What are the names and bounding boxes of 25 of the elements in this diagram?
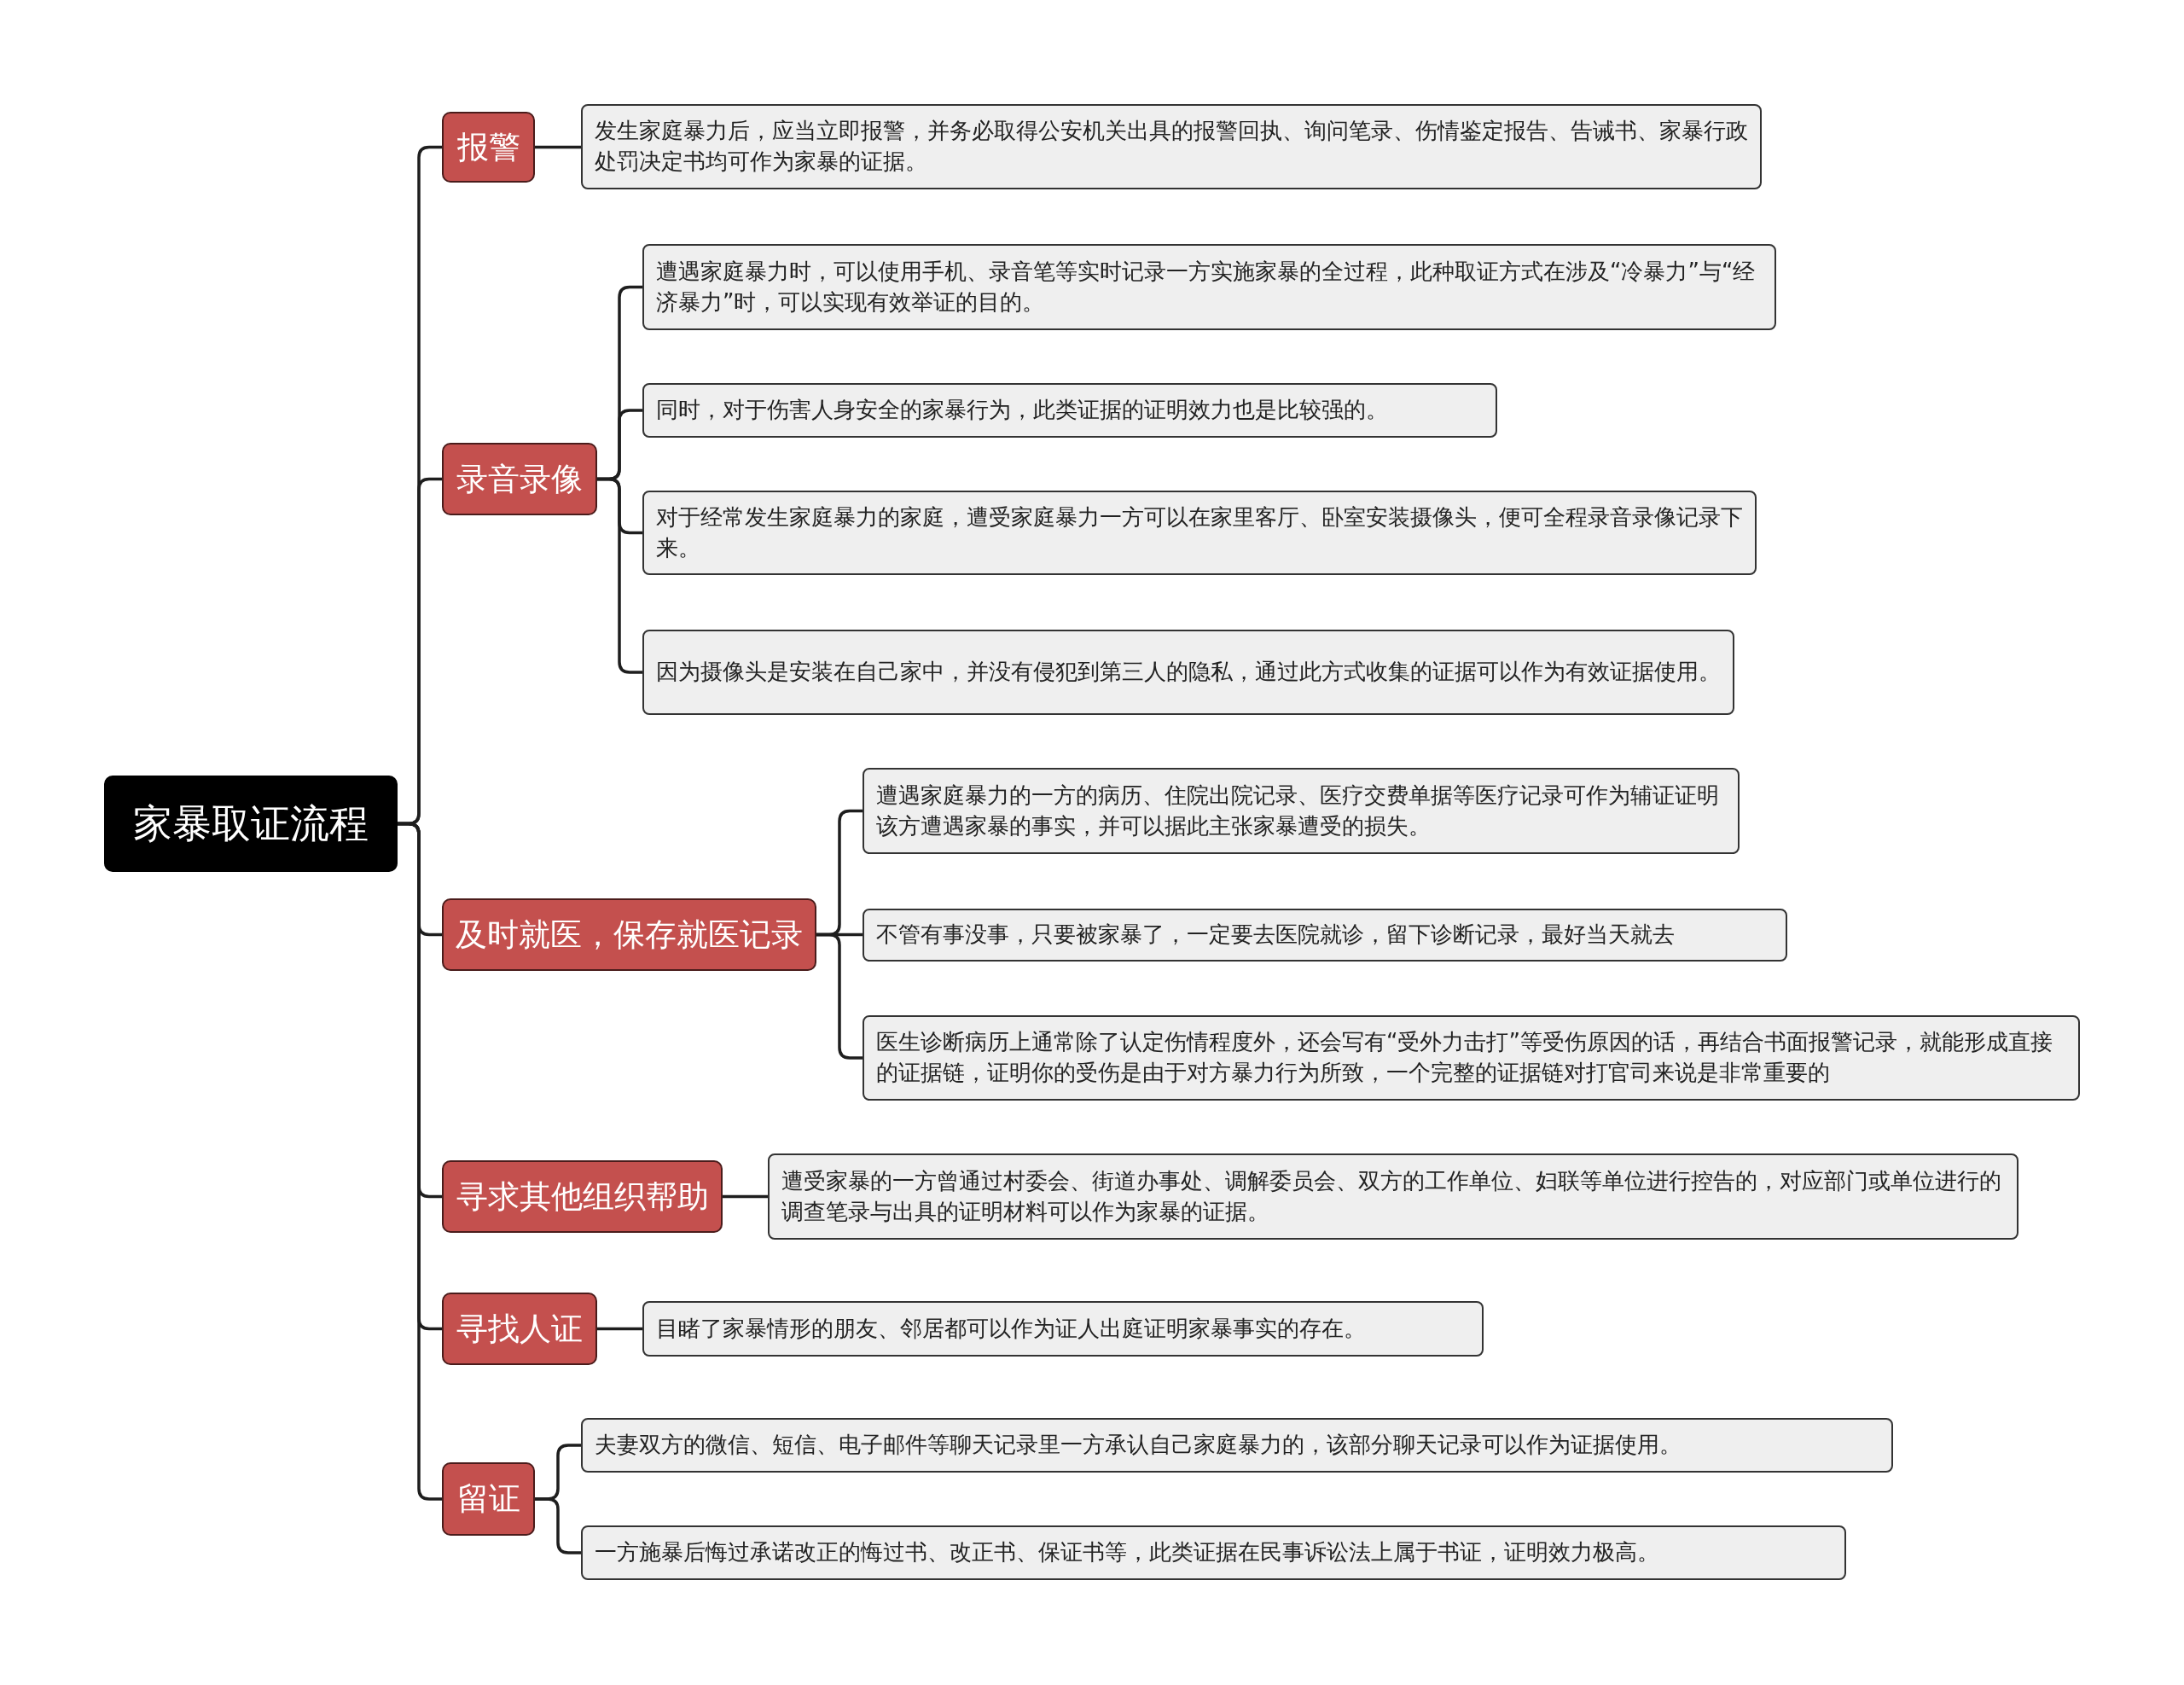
detail-box: 遭受家暴的一方曾通过村委会、街道办事处、调解委员会、双方的工作单位、妇联等单位进行控告的，对应部门或单位进行的调查笔录与出具的证明材料可以作为家暴的证据。 [768,1153,2018,1240]
detail-box: 夫妻双方的微信、短信、电子邮件等聊天记录里一方承认自己家庭暴力的，该部分聊天记录可以作为证据使用。 [581,1418,1893,1473]
detail-box: 因为摄像头是安装在自己家中，并没有侵犯到第三人的隐私，通过此方式收集的证据可以作为有效证据使用。 [642,630,1734,715]
connector-line [597,477,642,674]
topic-box: 及时就医，保存就医记录 [442,898,816,971]
root-node: 家暴取证流程 [104,776,398,872]
connector-line [535,145,581,149]
topic-box: 报警 [442,112,535,183]
detail-box: 一方施暴后悔过承诺改正的悔过书、改正书、保证书等，此类证据在民事诉讼法上属于书证，证明效力极高。 [581,1525,1846,1580]
connector-line [816,933,863,1060]
detail-box: 同时，对于伤害人身安全的家暴行为，此类证据的证明效力也是比较强的。 [642,383,1497,438]
connector-line [597,1327,642,1331]
detail-box: 遭遇家庭暴力的一方的病历、住院出院记录、医疗交费单据等医疗记录可作为辅证证明该方遭遇家暴的事实，并可以据此主张家暴遭受的损失。 [863,768,1740,854]
detail-box: 不管有事没事，只要被家暴了，一定要去医院就诊，留下诊断记录，最好当天就去 [863,909,1787,962]
detail-box: 发生家庭暴力后，应当立即报警，并务必取得公安机关出具的报警回执、询问笔录、伤情鉴定报告、告诫书、家暴行政处罚决定书均可作为家暴的证据。 [581,104,1762,189]
detail-box: 医生诊断病历上通常除了认定伤情程度外，还会写有“受外力击打”等受伤原因的话，再结合书面报警记录，就能形成直接的证据链，证明你的受伤是由于对方暴力行为所致，一个完整的证据链对打官司来说是非常重要的 [863,1015,2080,1101]
topic-box: 录音录像 [442,443,597,515]
detail-box: 对于经常发生家庭暴力的家庭，遭受家庭暴力一方可以在家里客厅、卧室安装摄像头，便可全程录音录像记录下来。 [642,491,1757,575]
detail-box: 遭遇家庭暴力时，可以使用手机、录音笔等实时记录一方实施家暴的全过程，此种取证方式在涉及“冷暴力”与“经济暴力”时，可以实现有效举证的目的。 [642,244,1776,330]
connector-line [723,1194,768,1199]
connector-line [398,822,442,1501]
topic-box: 留证 [442,1462,535,1536]
topic-box: 寻求其他组织帮助 [442,1160,723,1233]
topic-box: 寻找人证 [442,1293,597,1365]
detail-box: 目睹了家暴情形的朋友、邻居都可以作为证人出庭证明家暴事实的存在。 [642,1301,1484,1357]
